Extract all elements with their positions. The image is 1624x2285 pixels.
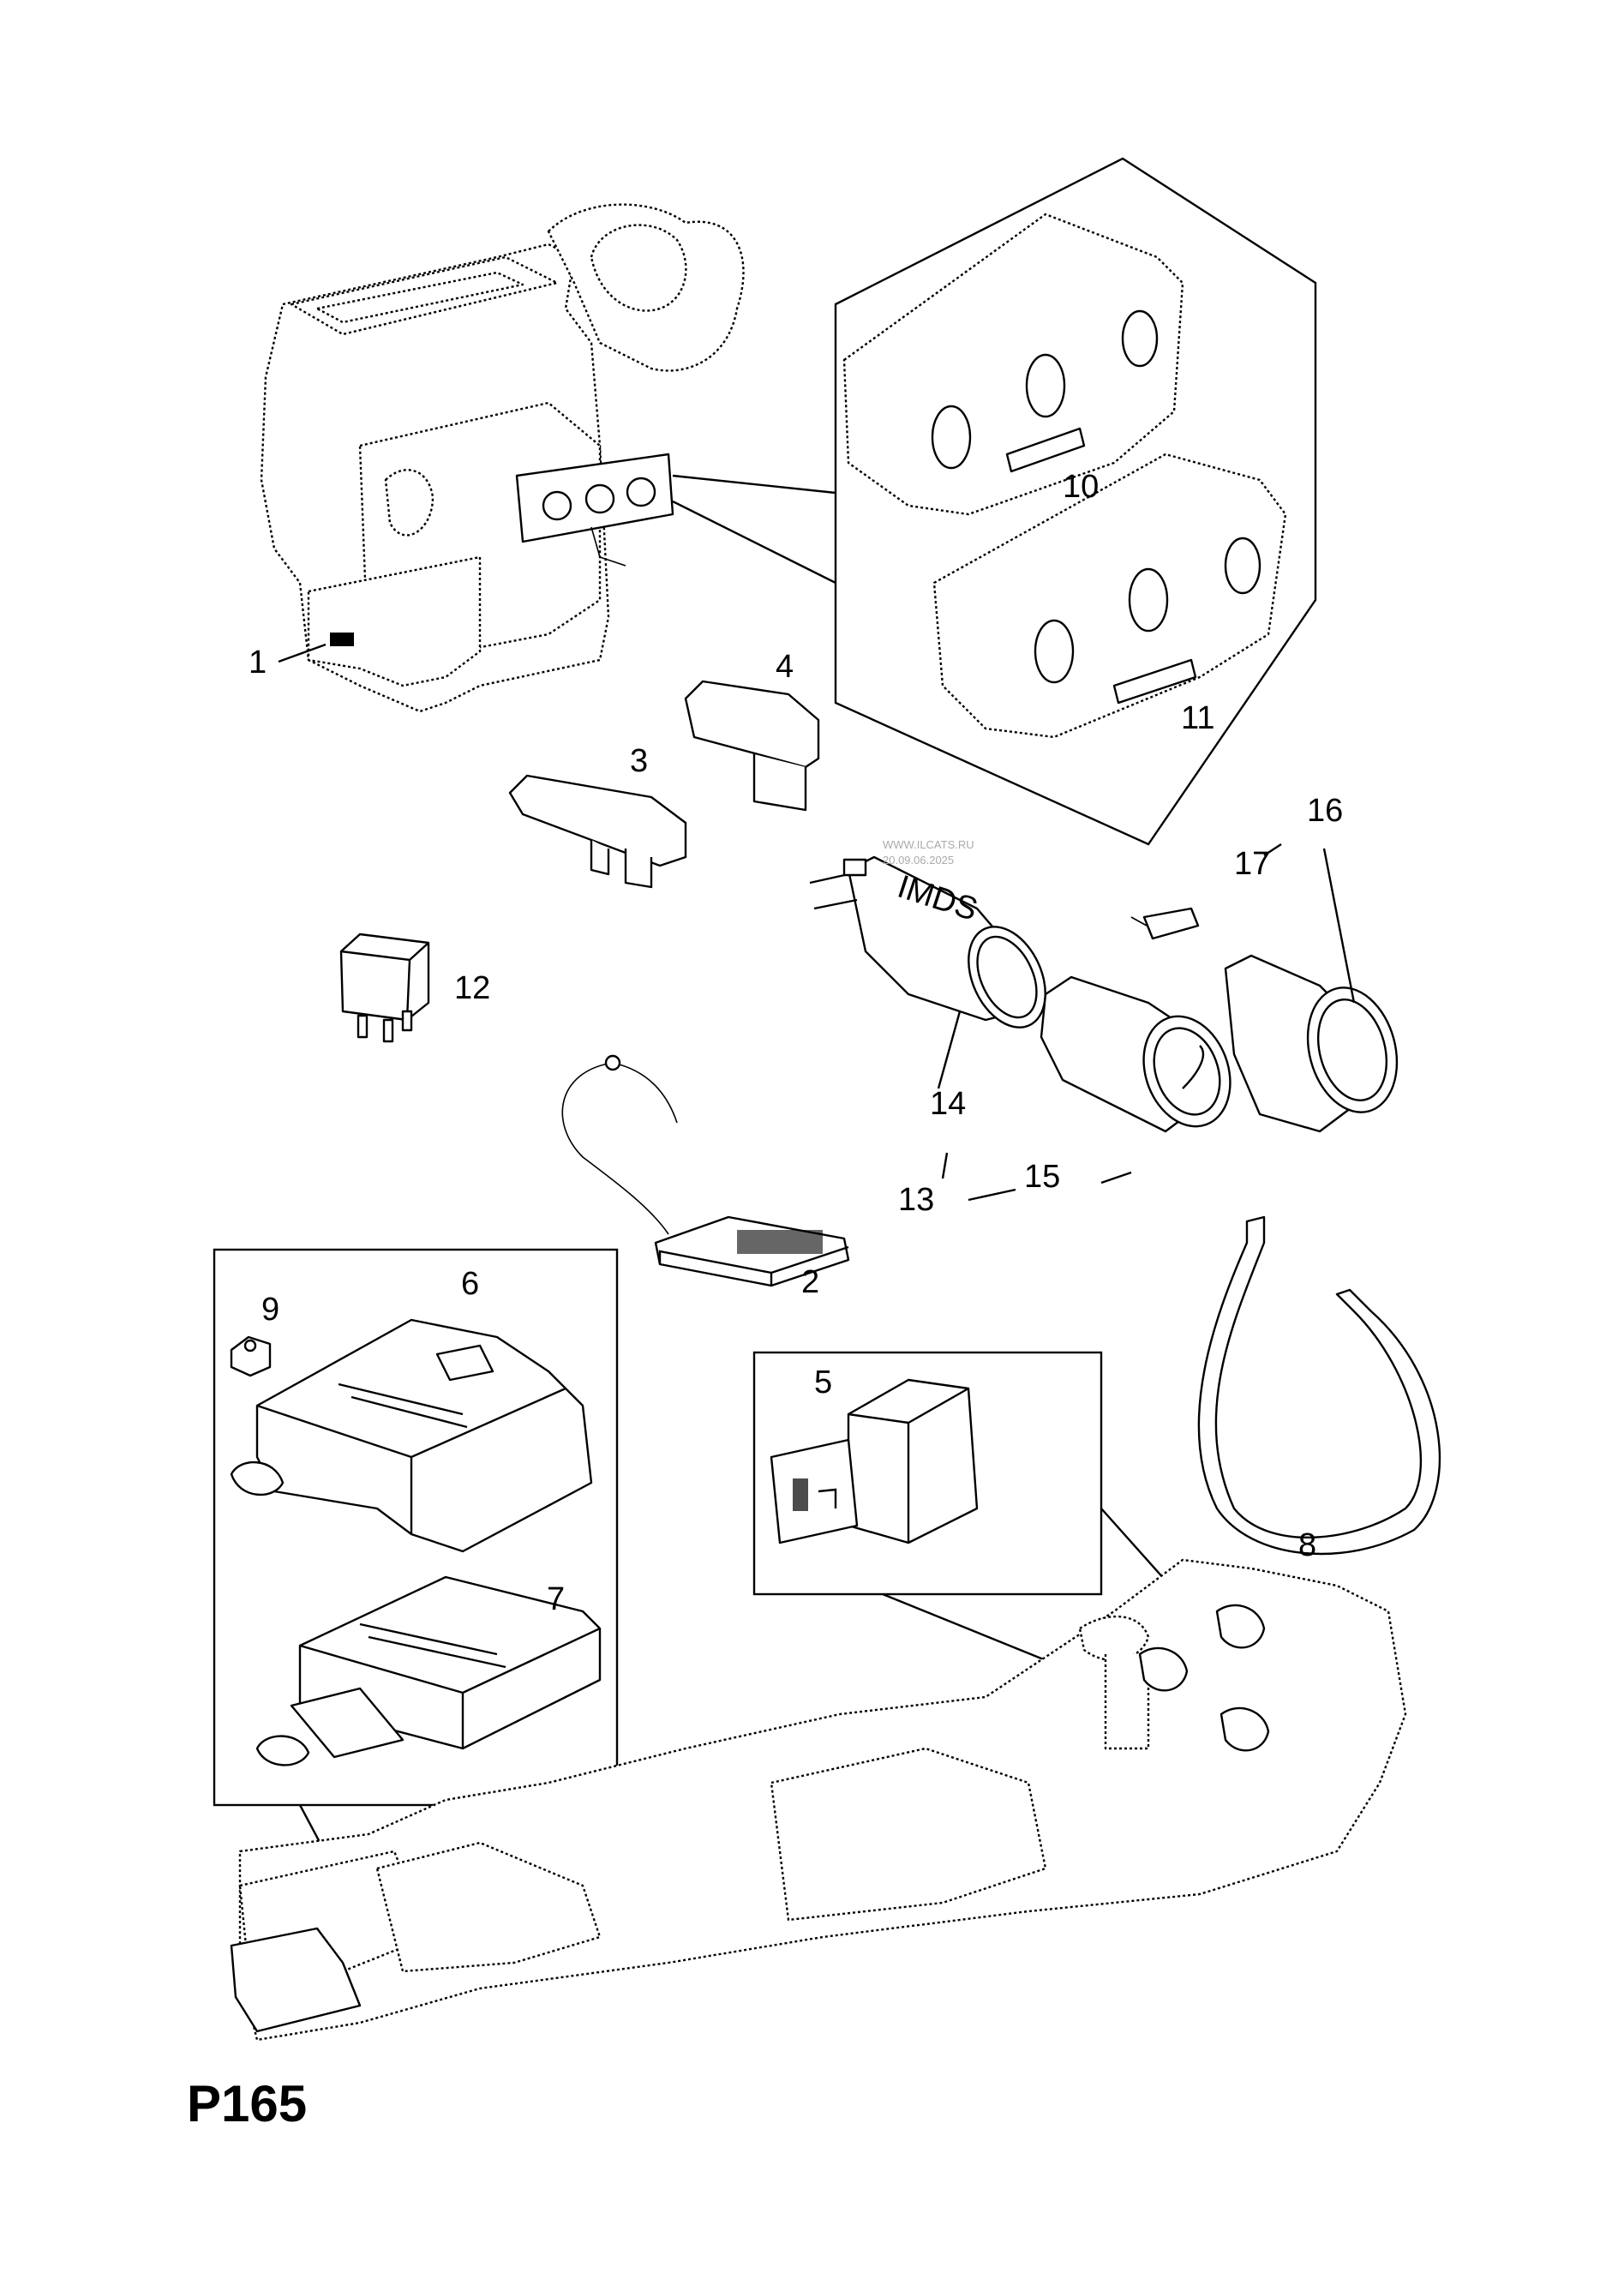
callout-4: 4 [776,649,794,685]
heater-housing-assembly [260,203,745,713]
part-4-switch [684,680,820,812]
callout-8: 8 [1298,1527,1316,1563]
callout-labels: 1 2 3 4 5 6 7 8 9 10 11 12 13 14 15 16 1… [249,469,1343,1617]
callout-1: 1 [249,645,267,681]
watermark-date: 20.09.06.2025 [883,854,954,867]
part-14-lighter-socket: IMDS [809,855,1046,1029]
part-17-bulb [1130,907,1200,940]
callout-13: 13 [898,1182,934,1218]
seat-heating-switch-box [752,1351,1209,1724]
part-3-cover [508,774,687,889]
part-8-cable-tie [1197,1215,1441,1556]
callout-9: 9 [261,1292,279,1328]
callout-2: 2 [801,1264,819,1300]
callout-3: 3 [630,743,648,779]
watermark: WWW.ILCATS.RU [883,838,974,851]
callout-14: 14 [930,1086,966,1122]
callout-5: 5 [814,1364,832,1400]
callout-leaders [278,643,1356,1202]
part-15-lighter-element [1040,975,1231,1133]
callout-17: 17 [1234,846,1270,882]
page-code: P165 [187,2075,307,2132]
part-12-relay [339,933,430,1043]
callout-10: 10 [1063,469,1099,505]
heater-control-box [834,157,1317,846]
part-16-bulb-holder-ring [1224,954,1399,1133]
callout-11: 11 [1181,700,1214,736]
callout-12: 12 [454,970,490,1006]
callout-7: 7 [547,1581,565,1617]
airbag-module-box [213,1248,619,1886]
callout-16: 16 [1307,793,1343,829]
center-console [230,1558,1407,2042]
control-panel-small [515,453,836,585]
callout-6: 6 [461,1266,479,1302]
part-2-sensor-mat [561,1054,850,1287]
callout-15: 15 [1024,1159,1060,1195]
